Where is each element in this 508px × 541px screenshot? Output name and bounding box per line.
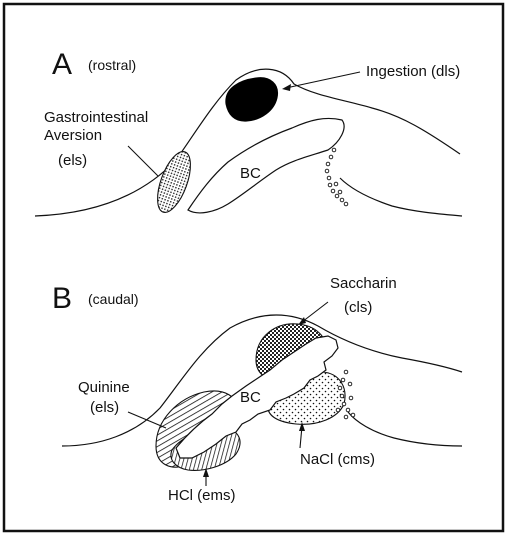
panel-a-gi-label-line3: (els) — [58, 152, 87, 169]
panel-a-subtitle: (rostral) — [88, 57, 136, 73]
panel-b-quinine-label-line1: Quinine — [78, 379, 130, 396]
panel-b-saccharin-label-line2: (cls) — [344, 299, 372, 316]
panel-b-letter: B — [52, 282, 72, 315]
panel-b-quinine-label-line2: (els) — [90, 399, 119, 416]
panel-a-ingestion-label: Ingestion (dls) — [366, 63, 460, 80]
panel-a-bc-label: BC — [240, 165, 261, 182]
panel-b-saccharin-label-line1: Saccharin — [330, 275, 397, 292]
panel-a-gi-label-line1: Gastrointestinal — [44, 109, 148, 126]
panel-a-letter: A — [52, 48, 72, 81]
panel-b-bc-label: BC — [240, 389, 261, 406]
panel-a-gi-label-line2: Aversion — [44, 127, 102, 144]
panel-b-hcl-label: HCl (ems) — [168, 487, 236, 504]
panel-b-subtitle: (caudal) — [88, 291, 139, 307]
panel-b-nacl-label: NaCl (cms) — [300, 451, 375, 468]
